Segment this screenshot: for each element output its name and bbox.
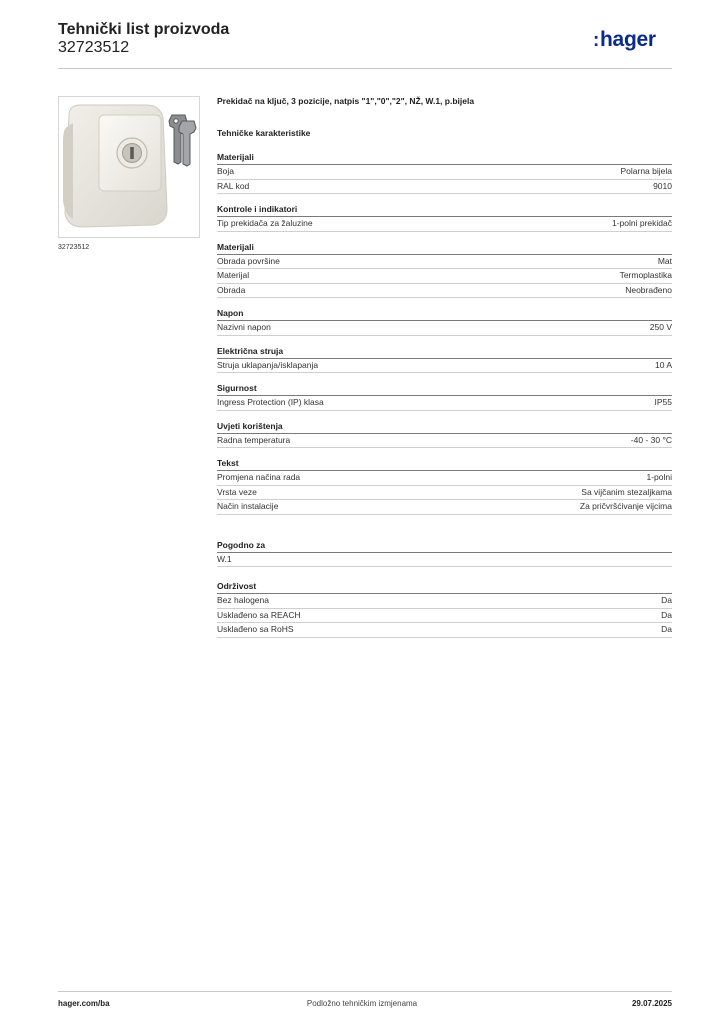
spec-value: Da [661, 624, 672, 634]
spec-value: Da [661, 609, 672, 620]
spec-content: Prekidač na ključ, 3 pozicije, natpis "1… [217, 96, 672, 638]
section-title: Tekst [217, 457, 672, 471]
spec-value: IP55 [654, 397, 673, 407]
document-product-code: 32723512 [58, 39, 130, 56]
spec-value: -40 - 30 °C [630, 434, 672, 445]
spec-row: Bez halogena Da [217, 594, 672, 609]
spec-label: Obrada [217, 284, 246, 295]
spec-row: Boja Polarna bijela [217, 165, 672, 180]
spec-label: Radna temperatura [217, 434, 291, 445]
spec-label: Ingress Protection (IP) klasa [217, 397, 324, 407]
spec-row: Usklađeno sa REACH Da [217, 609, 672, 623]
spec-row: Radna temperatura -40 - 30 °C [217, 434, 672, 448]
footer-date: 29.07.2025 [631, 999, 672, 1008]
header-divider [58, 68, 672, 69]
spec-label: Usklađeno sa REACH [217, 609, 301, 620]
spec-value: 1-polni [646, 472, 672, 482]
spec-row: Struja uklapanja/isklapanja 10 A [217, 359, 672, 373]
spec-label: RAL kod [217, 180, 250, 191]
spec-value: 1-polni prekidač [611, 218, 672, 228]
spec-row: W.1 [217, 553, 672, 567]
spec-value: Da [661, 595, 672, 605]
section-title: Održivost [217, 580, 672, 594]
spec-row: Tip prekidača za žaluzine 1-polni prekida… [217, 217, 672, 232]
section-title: Uvjeti korištenja [217, 420, 672, 434]
logo-colon: : [593, 30, 600, 51]
spec-label: Struja uklapanja/isklapanja [217, 359, 319, 370]
spec-row: Promjena načina rada 1-polni [217, 471, 672, 486]
spec-label: Način instalacije [217, 501, 279, 511]
spec-row: RAL kod 9010 [217, 180, 672, 194]
spec-label: Usklađeno sa RoHS [217, 624, 294, 634]
spec-value: Polarna bijela [620, 166, 672, 176]
spec-row: Obrada Neobrađeno [217, 284, 672, 298]
image-caption: 32723512 [58, 244, 90, 251]
spec-value: Neobrađeno [625, 284, 672, 295]
section-title: Pogodno za [217, 539, 672, 553]
spec-value: Sa vijčanim stezaljkama [581, 486, 672, 497]
spec-label: Bez halogena [217, 595, 269, 605]
spec-row: Način instalacije Za pričvršćivanje vijci… [217, 500, 672, 515]
spec-row: Materijal Termoplastika [217, 269, 672, 284]
characteristics-heading: Tehničke karakteristike [217, 128, 311, 138]
section-title: Napon [217, 307, 672, 321]
spec-value: Mat [657, 255, 672, 266]
spec-label: Nazivni napon [217, 322, 271, 332]
section-title: Električna struja [217, 345, 672, 359]
section-title: Kontrole i indikatori [217, 203, 672, 217]
spec-label: W.1 [217, 553, 232, 564]
spec-label: Promjena načina rada [217, 472, 301, 482]
document-title: Tehnički list proizvoda [58, 21, 230, 38]
spec-label: Obrada površine [217, 255, 280, 266]
footer-divider [58, 991, 672, 992]
section-title: Sigurnost [217, 382, 672, 396]
spec-label: Materijal [217, 270, 250, 280]
hager-logo[interactable]: :hager [593, 28, 656, 52]
footer-center-note: Podložno tehničkim izmjenama [306, 999, 418, 1008]
spec-row: Vrsta veze Sa vijčanim stezaljkama [217, 486, 672, 500]
spec-label: Vrsta veze [217, 486, 257, 497]
spec-value: Za pričvršćivanje vijcima [579, 501, 672, 511]
spec-label: Tip prekidača za žaluzine [217, 218, 313, 228]
spec-row: Ingress Protection (IP) klasa IP55 [217, 396, 672, 411]
spec-value: 10 A [654, 359, 672, 370]
spec-row: Usklađeno sa RoHS Da [217, 623, 672, 638]
logo-text: hager [600, 28, 656, 51]
product-description: Prekidač na ključ, 3 pozicije, natpis "1… [217, 96, 475, 106]
spec-row: Nazivni napon 250 V [217, 321, 672, 336]
footer-website[interactable]: hager.com/ba [58, 999, 110, 1008]
spec-value: Termoplastika [619, 270, 672, 280]
section-title: Materijali [217, 241, 672, 255]
spec-value: 9010 [653, 180, 672, 191]
product-image [58, 96, 200, 238]
section-title: Materijali [217, 151, 672, 165]
spec-row: Obrada površine Mat [217, 255, 672, 269]
spec-label: Boja [217, 166, 235, 176]
spec-value: 250 V [649, 322, 672, 332]
